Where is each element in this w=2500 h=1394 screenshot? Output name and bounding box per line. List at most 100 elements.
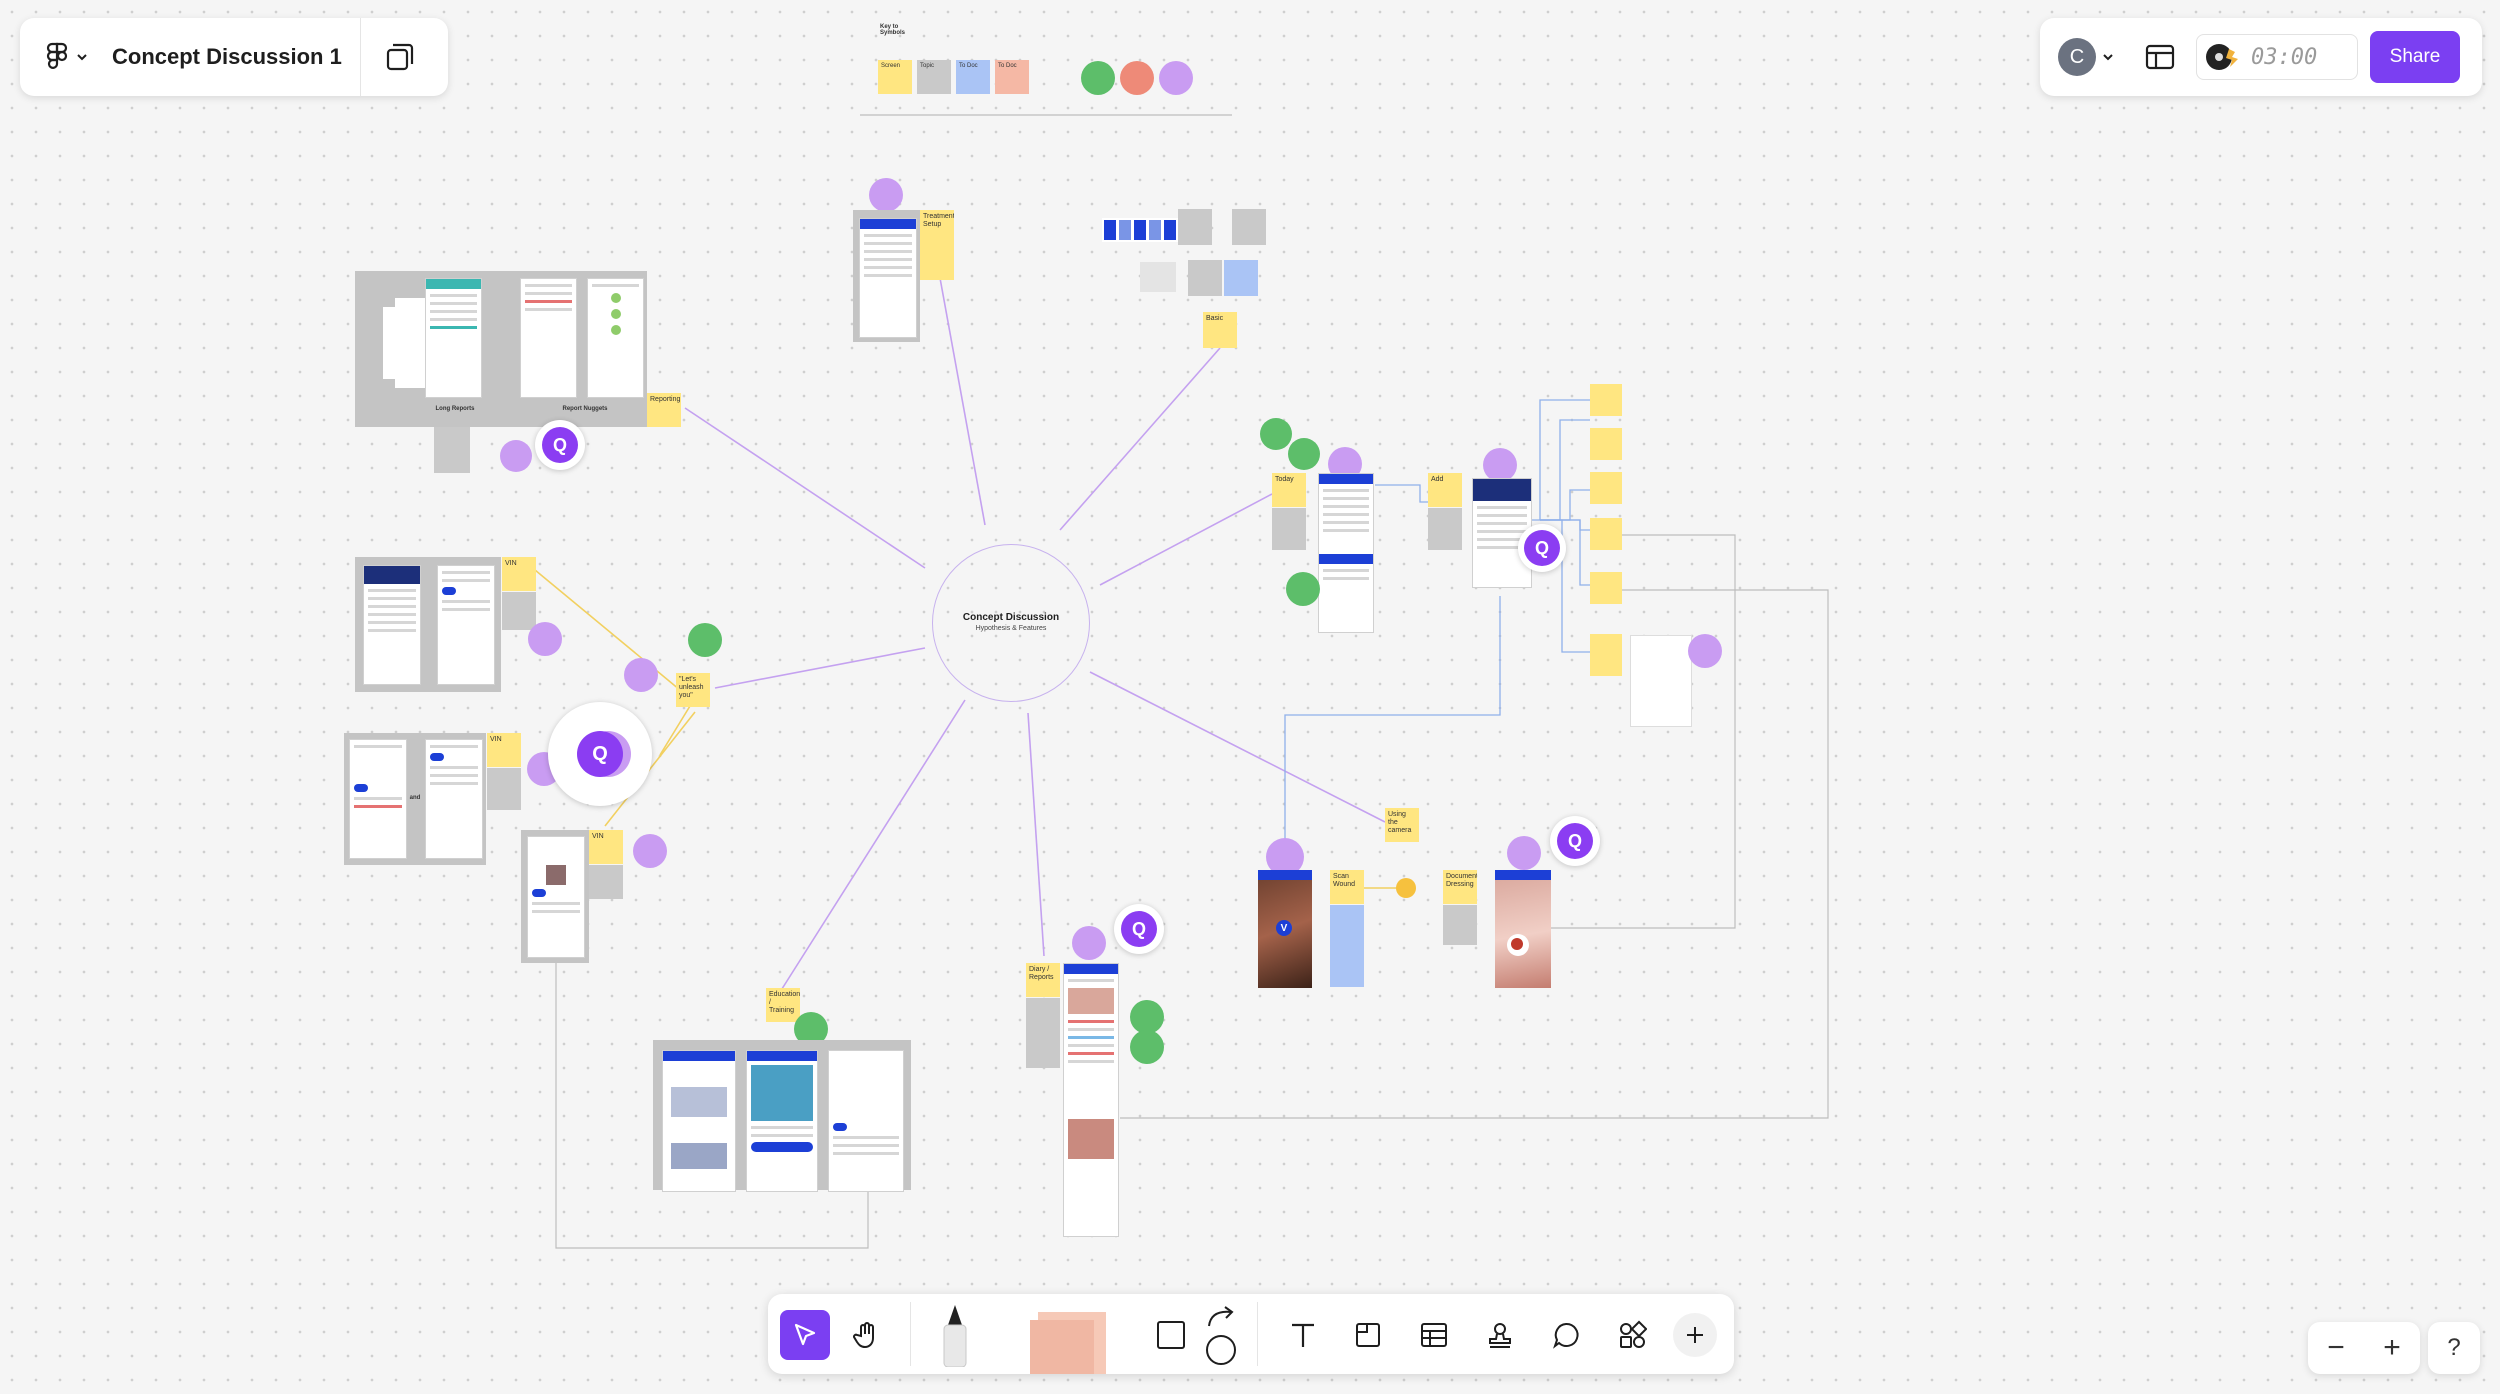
sticky-right-5[interactable] — [1590, 572, 1622, 604]
note-add[interactable] — [1428, 508, 1462, 550]
key-to-doc-pink[interactable]: To Doc — [995, 60, 1029, 94]
phone-education-1[interactable] — [662, 1050, 736, 1192]
comment-dot-green[interactable] — [1260, 418, 1292, 450]
comment-dot[interactable] — [500, 440, 532, 472]
key-purple-circle[interactable] — [1159, 61, 1193, 95]
key-screen[interactable]: Screen — [878, 60, 912, 94]
move-tool[interactable] — [780, 1310, 830, 1360]
sticky-education[interactable]: Education / Training — [766, 988, 800, 1022]
key-topic[interactable]: Topic — [917, 60, 951, 94]
layout-panel-button[interactable] — [2140, 37, 2180, 77]
comment-dot[interactable] — [624, 658, 658, 692]
key-red-circle[interactable] — [1120, 61, 1154, 95]
sticky-vin-3[interactable]: VIN — [589, 830, 623, 864]
collaborator-cursor-q[interactable]: Q — [535, 420, 585, 470]
comment-dot[interactable] — [528, 622, 562, 656]
key-green-circle[interactable] — [1081, 61, 1115, 95]
sticky-right-6[interactable] — [1590, 634, 1622, 676]
note-gray-1[interactable] — [1178, 209, 1212, 245]
sticky-vin-2[interactable]: VIN — [487, 733, 521, 767]
note-long-reports[interactable] — [434, 427, 470, 473]
phone-vin-2a[interactable] — [349, 739, 407, 859]
note-gray-3[interactable] — [1188, 260, 1222, 296]
sticky-lets-unleash[interactable]: "Let's unleash you" — [676, 673, 710, 707]
sticky-add[interactable]: Add — [1428, 473, 1462, 507]
widgets-tool[interactable] — [1607, 1310, 1657, 1360]
user-menu-button[interactable]: C — [2058, 38, 2114, 76]
phone-vin-1a[interactable] — [363, 565, 421, 685]
zoom-out-button[interactable]: − — [2327, 1331, 2345, 1364]
phone-report-nuggets-2[interactable] — [587, 278, 644, 398]
comment-dot[interactable] — [1507, 836, 1541, 870]
note-document-dressing[interactable] — [1443, 905, 1477, 945]
more-tools-button[interactable] — [1673, 1313, 1717, 1357]
zoom-in-button[interactable]: + — [2383, 1331, 2401, 1364]
photo-scan-wound[interactable]: V — [1258, 870, 1312, 988]
connector-node[interactable] — [1396, 878, 1416, 898]
sticky-diary-reports[interactable]: Diary / Reports — [1026, 963, 1060, 997]
sticky-right-1[interactable] — [1590, 384, 1622, 416]
timer[interactable]: 03:00 — [2196, 34, 2358, 80]
stamp-tool[interactable] — [1475, 1310, 1525, 1360]
pages-panel-button[interactable] — [361, 18, 439, 96]
phone-vin-3[interactable] — [527, 836, 585, 958]
collaborator-cursor-q[interactable]: Q — [1518, 524, 1566, 572]
table-tool[interactable] — [1409, 1310, 1459, 1360]
photo-document-dressing[interactable] — [1495, 870, 1551, 988]
comment-dot-green[interactable] — [1130, 1030, 1164, 1064]
sticky-today[interactable]: Today — [1272, 473, 1306, 507]
phone-education-2[interactable] — [746, 1050, 818, 1192]
sticky-right-2[interactable] — [1590, 428, 1622, 460]
sticky-right-3[interactable] — [1590, 472, 1622, 504]
phone-add[interactable] — [1472, 478, 1532, 588]
comment-dot[interactable] — [1072, 926, 1106, 960]
comment-dot-green[interactable] — [688, 623, 722, 657]
comment-dot-green[interactable] — [1130, 1000, 1164, 1034]
document-preview[interactable] — [1630, 635, 1692, 727]
sticky-document-dressing[interactable]: Document Dressing — [1443, 870, 1477, 904]
file-title[interactable]: Concept Discussion 1 — [112, 44, 342, 69]
sticky-treatment-setup[interactable]: Treatment Setup — [920, 210, 954, 280]
help-button[interactable]: ? — [2428, 1322, 2480, 1374]
sticky-reporting[interactable]: Reporting — [647, 393, 681, 427]
marker-tool[interactable] — [932, 1302, 978, 1367]
phone-vin-1b[interactable] — [437, 565, 495, 685]
phone-report-nuggets-1[interactable] — [520, 278, 577, 398]
sticky-scan-wound[interactable]: Scan Wound — [1330, 870, 1364, 904]
phone-long-reports[interactable] — [425, 278, 482, 398]
note-vin-2[interactable] — [487, 768, 521, 810]
note-today[interactable] — [1272, 508, 1306, 550]
main-menu-button[interactable] — [20, 18, 106, 96]
connector-tool[interactable] — [1196, 1304, 1246, 1366]
note-diary[interactable] — [1026, 998, 1060, 1068]
comment-dot[interactable] — [633, 834, 667, 868]
sticky-basic[interactable]: Basic — [1203, 312, 1237, 348]
phone-treatment-setup[interactable] — [859, 218, 917, 338]
comment-dot-green[interactable] — [1288, 438, 1320, 470]
center-topic-circle[interactable] — [932, 544, 1090, 702]
comment-dot[interactable] — [1688, 634, 1722, 668]
hand-tool[interactable] — [842, 1310, 892, 1360]
collaborator-cursor-q[interactable]: Q — [1550, 816, 1600, 866]
comment-dot-green[interactable] — [1286, 572, 1320, 606]
shape-tool[interactable] — [1146, 1310, 1196, 1360]
phone-education-3[interactable] — [828, 1050, 904, 1192]
note-vin-3[interactable] — [589, 865, 623, 899]
phone-today[interactable] — [1318, 473, 1374, 633]
note-vin-1[interactable] — [502, 592, 536, 630]
comment-dot[interactable] — [1483, 448, 1517, 482]
key-to-doc-blue[interactable]: To Doc — [956, 60, 990, 94]
comment-dot[interactable] — [869, 178, 903, 212]
sticky-right-4[interactable] — [1590, 518, 1622, 550]
text-tool[interactable] — [1278, 1310, 1328, 1360]
collaborator-cursor-q-large[interactable]: Q — [548, 702, 652, 806]
note-gray-2[interactable] — [1232, 209, 1266, 245]
sticky-vin-1[interactable]: VIN — [502, 557, 536, 591]
collaborator-cursor-q[interactable]: Q — [1114, 904, 1164, 954]
phone-vin-2b[interactable] — [425, 739, 483, 859]
note-blue[interactable] — [1224, 260, 1258, 296]
sticky-using-camera[interactable]: Using the camera — [1385, 808, 1419, 842]
comment-dot[interactable] — [1266, 838, 1304, 876]
comment-tool[interactable] — [1541, 1310, 1591, 1360]
